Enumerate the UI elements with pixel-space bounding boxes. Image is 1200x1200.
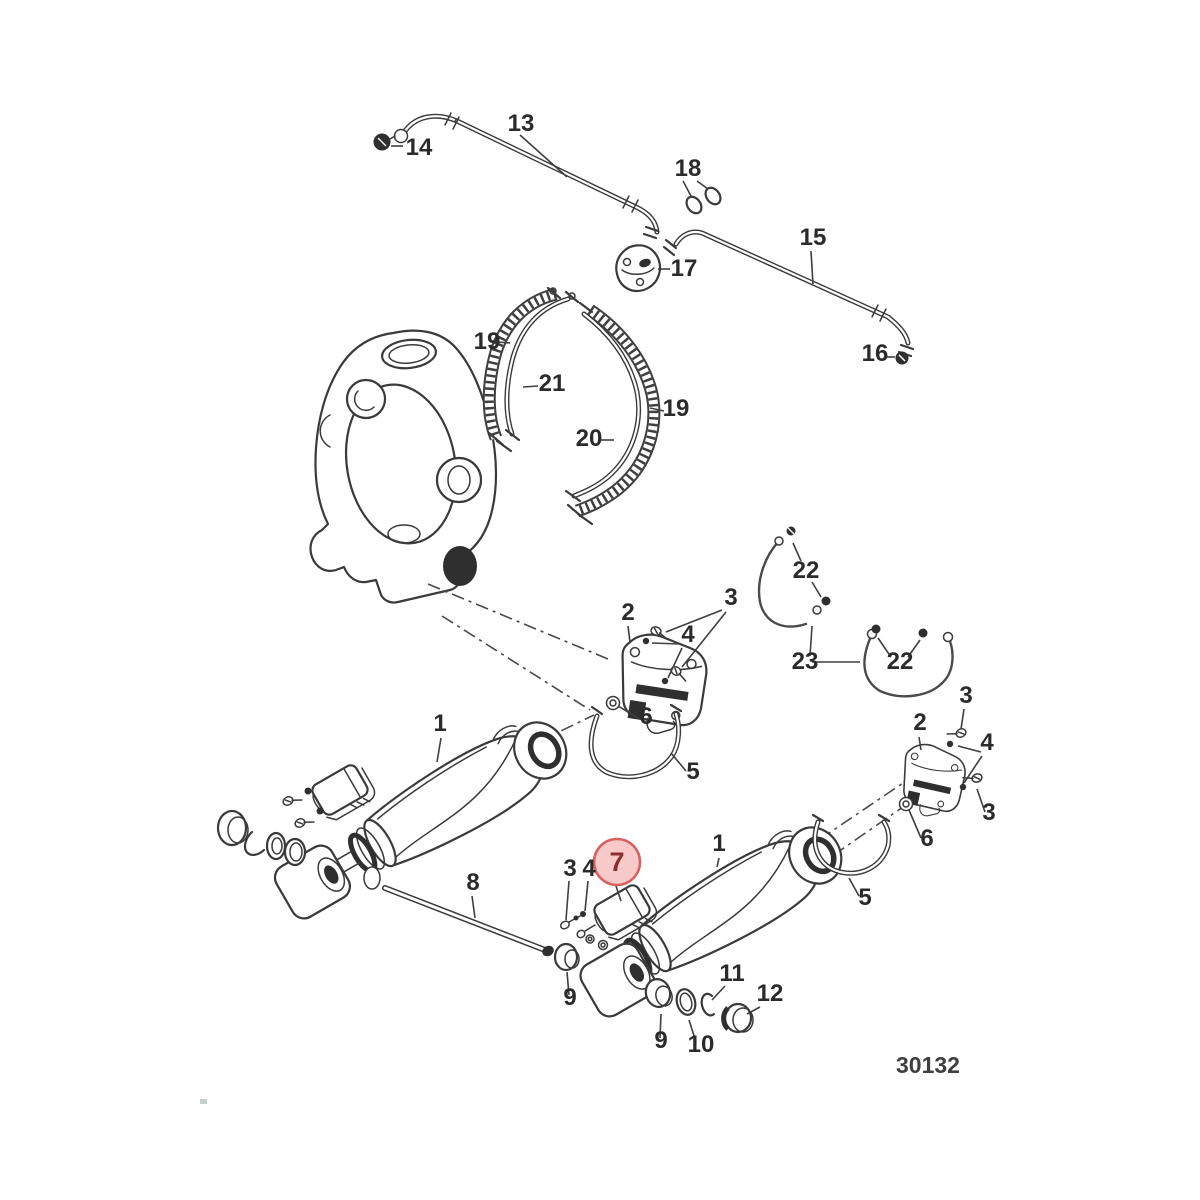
- part-18-o-rings: [685, 186, 722, 215]
- callout-2-left: 2: [621, 599, 634, 626]
- callout-3-right-top: 3: [959, 682, 972, 709]
- part-12-cap: [721, 1002, 754, 1034]
- drawing-number: 30132: [896, 1052, 960, 1078]
- callout-1-right: 1: [712, 830, 725, 857]
- part-15-hydraulic-hose: [662, 229, 915, 358]
- callout-14: 14: [406, 134, 433, 161]
- callout-20: 20: [576, 425, 603, 452]
- housing-boss-upper: [345, 378, 387, 420]
- leader-lines: [391, 134, 986, 1043]
- callout-3-anode: 3: [563, 855, 576, 882]
- part-5-hose-right: [811, 813, 892, 876]
- callout-7-highlighted[interactable]: 7: [609, 847, 624, 877]
- part-3-4-screws-right: [946, 725, 984, 791]
- part-19-ribbed-hose-right: [566, 304, 661, 526]
- anode-screws-left: [281, 787, 324, 831]
- callout-22-lower: 22: [887, 648, 914, 675]
- callout-12: 12: [757, 980, 784, 1007]
- part-16-hose-fitting: [895, 351, 909, 365]
- part-5-hose-left: [588, 703, 683, 780]
- part-6-fitting-right: [898, 796, 914, 812]
- anode-block-left: [306, 759, 380, 827]
- part-10-ring: [675, 988, 697, 1016]
- part-9-bushing-right: [644, 978, 673, 1008]
- part-6-fitting-left: [605, 695, 621, 711]
- callout-8: 8: [466, 869, 479, 896]
- callout-5-left: 5: [686, 758, 699, 785]
- part-11-c-clip: [700, 992, 716, 1017]
- callout-3-left: 3: [724, 584, 737, 611]
- callout-19-left: 19: [474, 328, 501, 355]
- callout-16: 16: [862, 340, 889, 367]
- callout-4-right: 4: [980, 729, 994, 756]
- housing-boss-lower: [435, 456, 483, 504]
- part-22-screws-right: [871, 624, 928, 638]
- part-14-hose-fitting: [373, 133, 396, 151]
- housing-exhaust-hole: [443, 546, 477, 586]
- callout-4-left: 4: [681, 621, 695, 648]
- part-21-hose: [504, 286, 580, 442]
- callout-9-right: 9: [654, 1027, 667, 1054]
- callout-3-right-bottom: 3: [982, 799, 995, 826]
- highlighted-part-7-hotspot[interactable]: 7: [592, 837, 642, 887]
- callout-6-left: 6: [639, 703, 652, 730]
- part-22-screw-upper: [786, 526, 831, 606]
- part-19-ribbed-hose-left: [482, 287, 558, 453]
- part-3-4-screws-anode: [559, 911, 609, 951]
- cylinder-left-exploded-rings: [216, 809, 307, 867]
- assembly-axis-lines: [427, 583, 917, 871]
- part-2-valve-end-cap-left: [618, 632, 709, 737]
- callout-6-right: 6: [920, 825, 933, 852]
- part-1-trim-cylinder-left: [269, 706, 580, 925]
- part-23-ground-wire-left: [757, 536, 822, 628]
- callout-15: 15: [800, 224, 827, 251]
- callout-2-right: 2: [913, 709, 926, 736]
- gimbal-housing: [309, 329, 498, 604]
- callout-23: 23: [792, 648, 819, 675]
- callout-18: 18: [675, 155, 702, 182]
- callout-22-upper: 22: [793, 557, 820, 584]
- part-20-hose: [564, 301, 642, 503]
- callout-13: 13: [508, 110, 535, 137]
- callout-1-left: 1: [433, 710, 446, 737]
- callout-11: 11: [719, 960, 744, 987]
- callout-9-left: 9: [563, 984, 576, 1011]
- part-17-connector-plate: [615, 244, 662, 293]
- callout-19-right: 19: [663, 395, 690, 422]
- part-9-bushing-left: [553, 942, 580, 972]
- highlight-circle[interactable]: [592, 837, 642, 887]
- callout-10: 10: [688, 1031, 715, 1058]
- callout-4-anode: 4: [582, 855, 596, 882]
- scan-artifact: [200, 1099, 207, 1104]
- callout-5-right: 5: [858, 884, 871, 911]
- callout-17: 17: [671, 255, 698, 282]
- part-8-pivot-rod: [363, 866, 554, 957]
- callout-21: 21: [539, 370, 566, 397]
- callout-labels: 13 14 18 15 17 16 19 21 19 20 22 23 22 2…: [406, 110, 996, 1058]
- part-3-4-screws-left: [642, 625, 691, 685]
